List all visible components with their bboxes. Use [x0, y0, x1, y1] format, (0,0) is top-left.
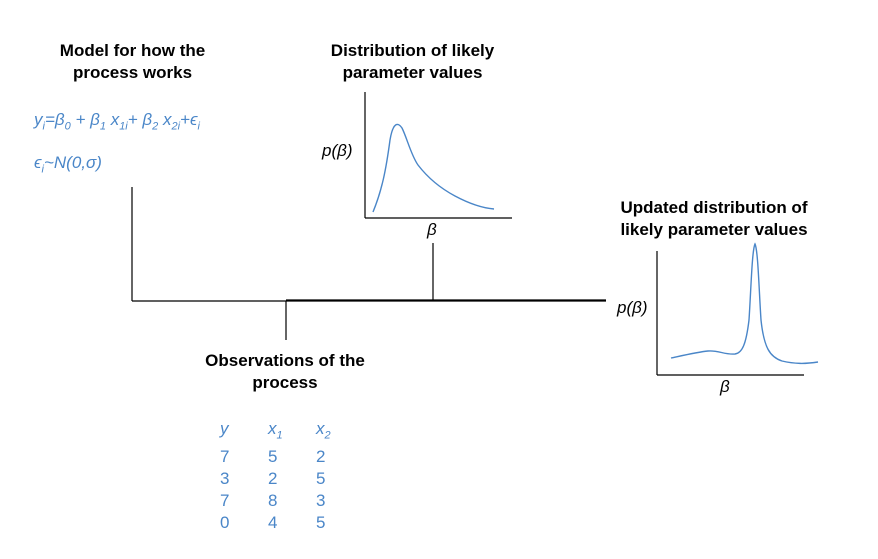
posterior-plot: p(β) β	[616, 242, 819, 396]
posterior-title: Updated distribution of likely parameter…	[620, 198, 808, 239]
table-cell: 3	[316, 491, 326, 511]
table-header-row: y x1 x2	[220, 418, 364, 446]
table-cell: 0	[220, 513, 230, 533]
table-cell: 7	[220, 447, 230, 467]
prior-ylabel: p(β)	[321, 141, 353, 160]
model-equation-1: yi=β0 + β1 x1i+ β2 x2i+ϵi	[34, 110, 200, 133]
table-cell: 2	[268, 469, 278, 489]
header-y: y	[220, 419, 229, 438]
header-x2: x2	[316, 419, 331, 442]
table-cell: 8	[268, 491, 278, 511]
observations-title: Observations of the process	[205, 351, 365, 392]
table-row: 7 5 2	[220, 446, 364, 468]
table-row: 3 2 5	[220, 468, 364, 490]
posterior-ylabel: p(β)	[616, 298, 648, 317]
model-title: Model for how the process works	[59, 41, 206, 82]
table-cell: 4	[268, 513, 278, 533]
posterior-curve	[670, 242, 819, 365]
posterior-xlabel: β	[719, 377, 730, 396]
table-cell: 5	[316, 513, 326, 533]
table-row: 0 4 5	[220, 512, 364, 534]
prior-plot: p(β) β	[321, 92, 512, 239]
table-cell: 5	[268, 447, 278, 467]
prior-curve	[372, 123, 495, 213]
prior-xlabel: β	[426, 220, 437, 239]
table-cell: 2	[316, 447, 326, 467]
model-equation-2: ϵi~N(0,σ)	[34, 153, 102, 176]
table-cell: 3	[220, 469, 230, 489]
table-cell: 5	[316, 469, 326, 489]
table-row: 7 8 3	[220, 490, 364, 512]
table-cell: 7	[220, 491, 230, 511]
header-x1: x1	[268, 419, 283, 442]
prior-title: Distribution of likely parameter values	[330, 41, 495, 82]
observations-table: y x1 x2 7 5 2 3 2 5 7 8 3 0 4 5	[220, 418, 364, 534]
